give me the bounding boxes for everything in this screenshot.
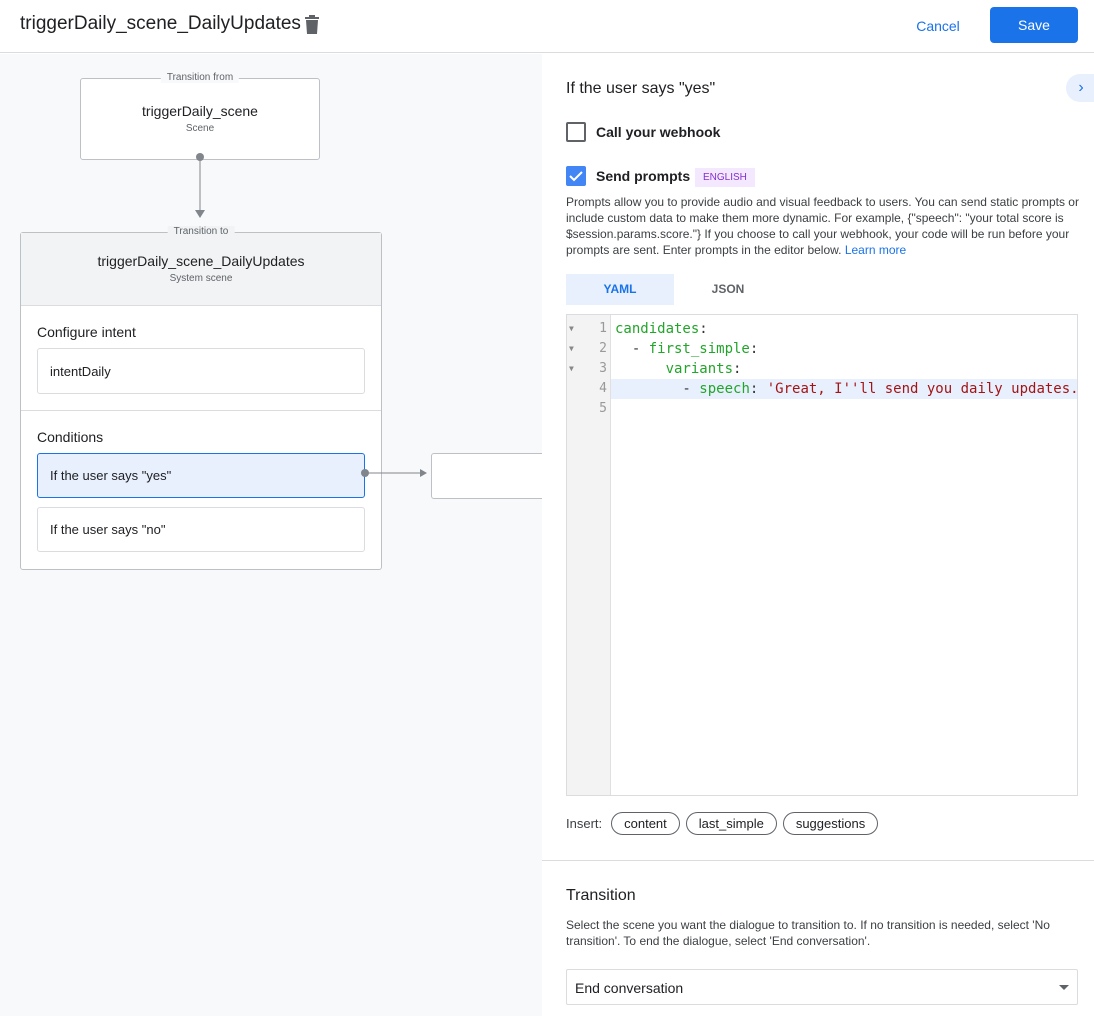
transition-from-card[interactable]: Transition from triggerDaily_scene Scene (80, 72, 320, 160)
page-title: triggerDaily_scene_DailyUpdates (20, 13, 301, 34)
code-sep: : (733, 361, 742, 377)
line-number: 1 (599, 321, 607, 336)
transition-from-label: Transition from (160, 72, 240, 83)
cancel-button[interactable]: Cancel (904, 10, 972, 42)
line-number: 4 (599, 381, 607, 396)
insert-chip-content[interactable]: content (611, 812, 680, 835)
transition-select[interactable]: End conversation (566, 969, 1078, 1005)
check-icon (569, 171, 583, 182)
transition-to-label: Transition to (167, 226, 235, 237)
configure-intent-heading: Configure intent (37, 324, 136, 340)
transition-select-value: End conversation (575, 980, 684, 996)
to-scene-type: System scene (169, 273, 233, 284)
webhook-checkbox[interactable] (566, 122, 586, 142)
code-indent (615, 361, 666, 377)
code-key: candidates (615, 321, 700, 337)
line-number: 5 (599, 401, 607, 416)
code-indent: - (615, 341, 649, 357)
connector-arrow (195, 153, 205, 218)
send-prompts-label: Send prompts (596, 168, 691, 184)
transition-to-card: Transition to triggerDaily_scene_DailyUp… (20, 226, 382, 570)
line-number: 3 (599, 361, 607, 376)
code-line: candidates: (615, 319, 708, 339)
divider (542, 860, 1094, 861)
code-line: - first_simple: (615, 339, 758, 359)
transition-heading: Transition (566, 887, 636, 904)
scene-canvas: Transition from triggerDaily_scene Scene… (0, 54, 551, 1016)
dropdown-arrow-icon (1059, 985, 1069, 995)
learn-more-link[interactable]: Learn more (844, 243, 907, 257)
code-key: speech (699, 381, 750, 397)
condition-panel: › If the user says "yes" Call your webho… (542, 54, 1094, 1016)
panel-heading: If the user says "yes" (566, 80, 716, 97)
save-button[interactable]: Save (990, 7, 1078, 43)
prompts-description: Prompts allow you to provide audio and v… (566, 195, 1079, 257)
line-number: 2 (599, 341, 607, 356)
code-key: first_simple (648, 341, 750, 357)
code-editor[interactable]: 1 ▼ candidates: 2 ▼ - first_simple: 3 ▼ varian… (566, 314, 1079, 796)
insert-chip-last-simple[interactable]: last_simple (685, 812, 777, 835)
code-val: 'Great, I''ll send you daily updates. (766, 381, 1079, 397)
active-line-highlight (611, 379, 1077, 399)
insert-label: Insert: (566, 816, 603, 831)
intent-item[interactable]: intentDaily (37, 348, 365, 394)
conditions-heading: Conditions (21, 410, 381, 445)
code-sep: : (749, 341, 759, 357)
condition-arrow (361, 469, 427, 477)
chevron-right-icon[interactable]: › (1066, 74, 1094, 102)
code-line: - speech: 'Great, I''ll send you daily u… (615, 379, 1079, 399)
send-prompts-checkbox[interactable] (566, 166, 586, 186)
from-scene-name: triggerDaily_scene (142, 103, 258, 119)
code-indent: - (615, 381, 700, 397)
transition-target-card[interactable] (431, 453, 551, 499)
editor-gutter (567, 315, 611, 795)
tab-json[interactable]: JSON (711, 282, 745, 296)
webhook-label: Call your webhook (596, 124, 721, 140)
code-sep: : (699, 321, 708, 337)
transition-description: Select the scene you want the dialogue t… (566, 918, 1050, 948)
code-sep: : (749, 381, 767, 397)
code-line: variants: (615, 359, 742, 379)
to-scene-name: triggerDaily_scene_DailyUpdates (97, 253, 305, 269)
condition-no[interactable]: If the user says "no" (37, 507, 365, 552)
trash-icon[interactable] (304, 15, 320, 34)
tab-yaml[interactable]: YAML (566, 274, 674, 305)
insert-chip-suggestions[interactable]: suggestions (782, 812, 879, 835)
fold-arrow-icon[interactable]: ▼ (569, 344, 574, 353)
condition-yes[interactable]: If the user says "yes" (37, 453, 365, 498)
language-badge: ENGLISH (695, 168, 755, 187)
from-scene-type: Scene (185, 123, 215, 134)
top-bar: triggerDaily_scene_DailyUpdates Cancel S… (0, 0, 1094, 53)
fold-arrow-icon[interactable]: ▼ (569, 364, 574, 373)
code-key: variants (665, 361, 734, 377)
fold-arrow-icon[interactable]: ▼ (569, 324, 574, 333)
